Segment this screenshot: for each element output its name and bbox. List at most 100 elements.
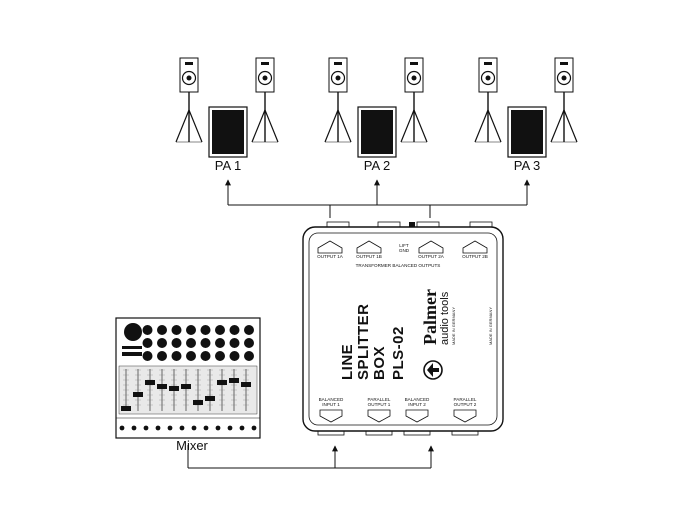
knob-icon (142, 325, 153, 335)
balanced-input-1-jack[interactable]: BALANCED INPUT 1 (319, 397, 344, 423)
knob-icon (186, 351, 196, 361)
output-jack-2a[interactable]: OUTPUT 2A (418, 240, 445, 259)
button-icon (131, 425, 137, 431)
knob-icon (157, 325, 167, 335)
button-icon (203, 425, 209, 431)
knob-icon (171, 351, 182, 361)
svg-text:OUTPUT 1A: OUTPUT 1A (317, 254, 344, 259)
main-knob-icon (124, 323, 142, 341)
svg-text:OUTPUT 2B: OUTPUT 2B (462, 254, 488, 259)
subwoofer-icon (208, 106, 248, 158)
output-jack-2b[interactable]: OUTPUT 2B (462, 240, 488, 259)
side-made-label: MADE IN GERMANY (488, 307, 493, 345)
fader-cap-icon (133, 392, 143, 397)
svg-text:INPUT 2: INPUT 2 (408, 402, 426, 407)
svg-text:PARALLEL: PARALLEL (368, 397, 391, 402)
button-icon (179, 425, 185, 431)
top-speaker-icon (175, 57, 203, 143)
knob-icon (200, 351, 211, 361)
palmer-logo-icon (423, 360, 443, 380)
knob-icon (200, 325, 211, 335)
fader-cap-icon (193, 400, 203, 405)
svg-text:OUTPUT 1B: OUTPUT 1B (356, 254, 382, 259)
knob-icon (142, 351, 153, 361)
output-signal-lines (225, 179, 530, 218)
svg-text:BALANCED: BALANCED (319, 397, 344, 402)
knob-icon (244, 351, 254, 361)
knob-icon (157, 338, 167, 348)
knob-icon (171, 325, 182, 335)
balanced-input-2-jack[interactable]: BALANCED INPUT 2 (405, 397, 430, 423)
svg-text:PARALLEL: PARALLEL (454, 397, 477, 402)
fader-cap-icon (241, 382, 251, 387)
brand-made: MADE IN GERMANY (451, 307, 456, 345)
fader-cap-icon (121, 406, 131, 411)
mixer-faders (118, 365, 258, 415)
knob-icon (229, 351, 240, 361)
transformer-label: TRANSFORMER BALANCED OUTPUTS (356, 263, 441, 268)
pa-group-2: PA 2 (324, 57, 428, 173)
gnd-label: GND (399, 248, 410, 253)
svg-text:PLS-02: PLS-02 (390, 326, 407, 380)
button-icon (251, 425, 257, 431)
fader-cap-icon (229, 378, 239, 383)
svg-text:BOX: BOX (371, 346, 388, 380)
knob-icon (142, 338, 153, 348)
input-signal-lines (187, 445, 434, 469)
knob-icon (171, 338, 182, 348)
knob-icon (244, 338, 254, 348)
pa-2-label: PA 2 (364, 158, 391, 173)
svg-text:OUTPUT 2: OUTPUT 2 (454, 402, 477, 407)
parallel-output-1-jack[interactable]: PARALLEL OUTPUT 1 (368, 397, 391, 423)
svg-text:SPLITTER: SPLITTER (355, 303, 372, 380)
top-speaker-icon (550, 57, 578, 143)
knob-icon (244, 325, 254, 335)
knob-icon (157, 351, 167, 361)
top-speaker-icon (251, 57, 279, 143)
knob-icon (186, 338, 196, 348)
svg-text:BALANCED: BALANCED (405, 397, 430, 402)
mixer-console: Mixer (115, 317, 261, 453)
pa-3-label: PA 3 (514, 158, 541, 173)
fader-cap-icon (181, 384, 191, 389)
button-icon (239, 425, 245, 431)
top-speaker-icon (400, 57, 428, 143)
button-icon (143, 425, 149, 431)
brand-name: Palmer (420, 289, 440, 345)
output-jack-1a[interactable]: OUTPUT 1A (317, 240, 344, 259)
parallel-output-2-jack[interactable]: PARALLEL OUTPUT 2 (454, 397, 477, 423)
fader-cap-icon (145, 380, 155, 385)
button-icon (191, 425, 197, 431)
ground-lift-switch[interactable] (409, 222, 415, 228)
button-icon (119, 425, 125, 431)
svg-text:INPUT 1: INPUT 1 (322, 402, 340, 407)
fader-cap-icon (217, 380, 227, 385)
mixer-knobs (122, 323, 254, 361)
pa-group-3: PA 3 (474, 57, 578, 173)
knob-icon (215, 351, 225, 361)
output-jack-1b[interactable]: OUTPUT 1B (356, 240, 382, 259)
knob-icon (186, 325, 196, 335)
knob-icon (215, 325, 225, 335)
fader-cap-icon (205, 396, 215, 401)
fader-cap-icon (157, 384, 167, 389)
top-speaker-icon (324, 57, 352, 143)
mixer-bottom-row (116, 417, 260, 431)
brand-sub: audio tools (439, 291, 451, 345)
subwoofer-icon (357, 106, 397, 158)
brand-block: Palmer audio tools MADE IN GERMANY (420, 289, 456, 345)
fader-cap-icon (169, 386, 179, 391)
button-icon (155, 425, 161, 431)
button-icon (215, 425, 221, 431)
svg-text:MADE IN GERMANY: MADE IN GERMANY (488, 307, 493, 345)
product-name: LINE SPLITTER BOX (339, 303, 388, 380)
button-icon (227, 425, 233, 431)
line-splitter-box: OUTPUT 1A OUTPUT 1B LIFT GND OUTPUT 2A O… (302, 221, 504, 436)
model-name: PLS-02 (390, 326, 407, 380)
pa-1-label: PA 1 (215, 158, 242, 173)
subwoofer-icon (507, 106, 547, 158)
top-speaker-icon (474, 57, 502, 143)
pa-group-1: PA 1 (175, 57, 279, 173)
knob-icon (200, 338, 211, 348)
